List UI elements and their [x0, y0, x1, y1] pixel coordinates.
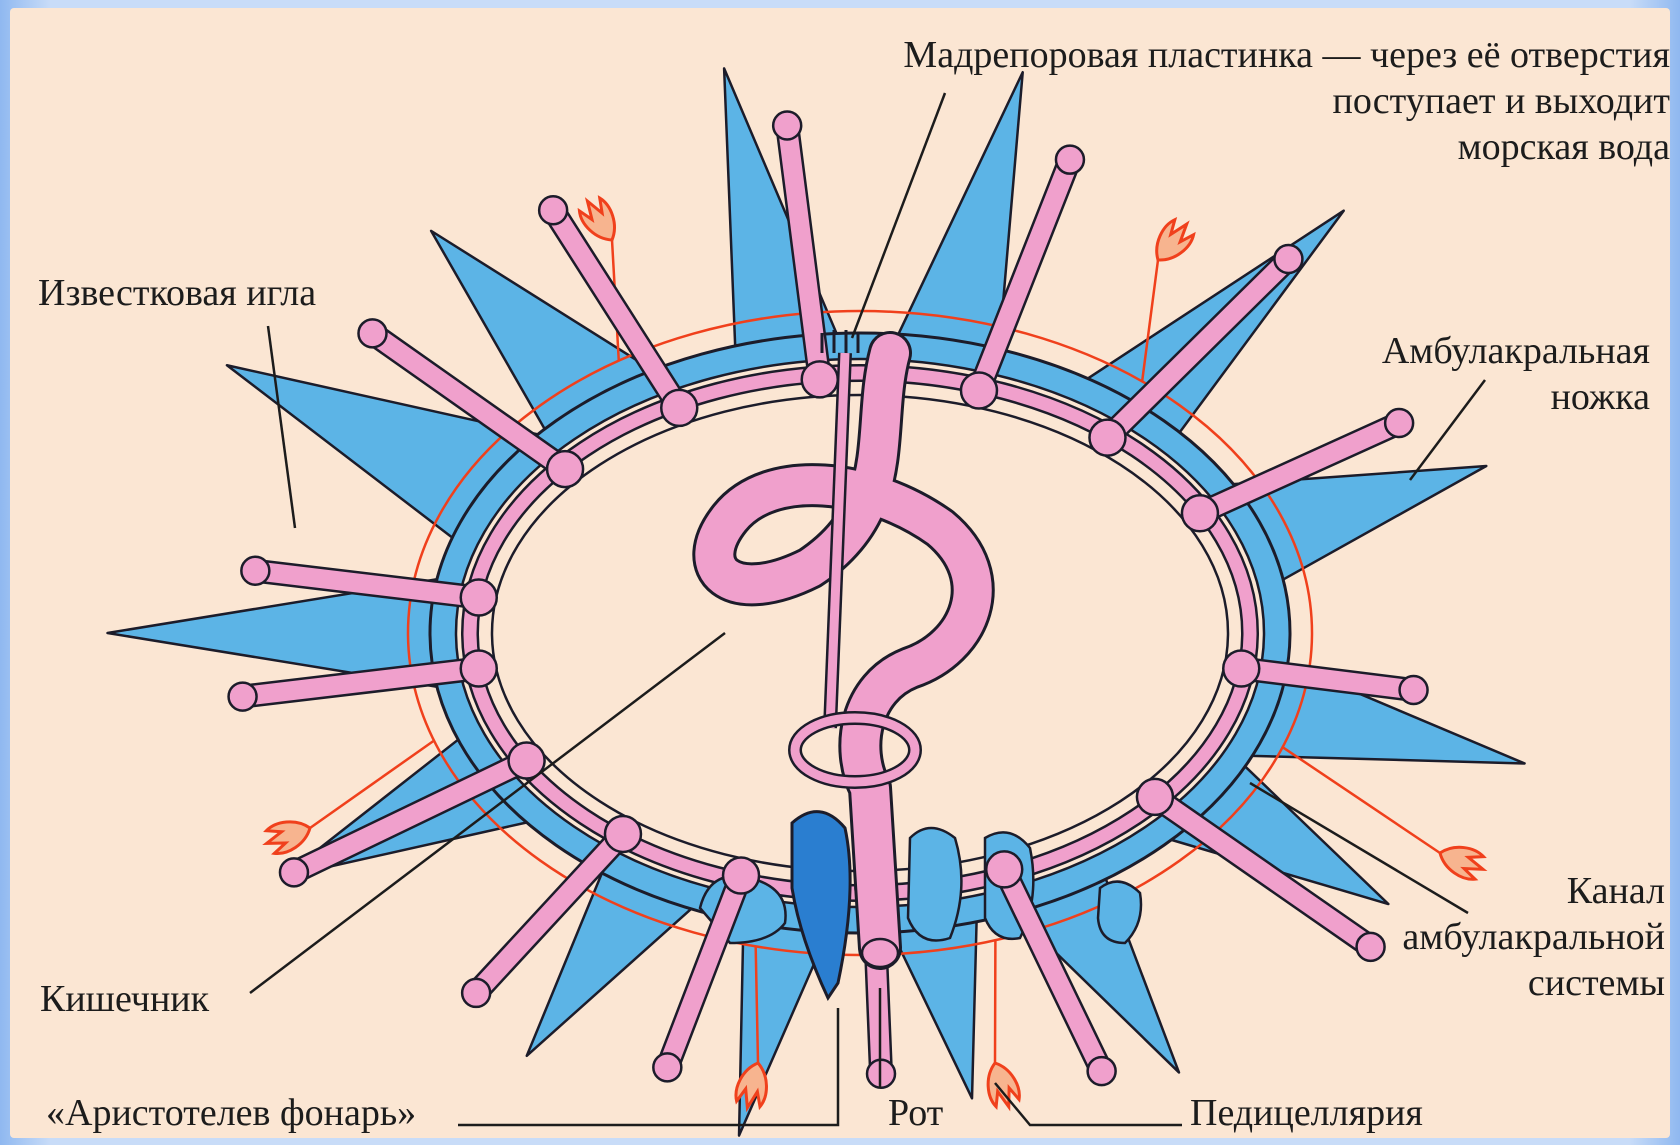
ampulla-6 [1182, 495, 1218, 531]
ampulla-5 [1089, 420, 1125, 456]
pedicellaria-label: Педицеллярия [1190, 1090, 1423, 1136]
tube-foot-tip-11 [653, 1053, 681, 1081]
ampulla-11 [723, 858, 759, 894]
ampulla-8 [461, 650, 497, 686]
ampulla-14 [1137, 779, 1173, 815]
tube-foot-tip-8 [229, 683, 257, 711]
mouth-opening [862, 939, 898, 967]
leader-pedicellaria [995, 1083, 1182, 1125]
spine-14 [892, 922, 977, 1099]
pedicellaria-3 [262, 814, 315, 857]
tube-foot-tip-15 [1400, 676, 1428, 704]
leader-calcareous-spine [268, 326, 295, 528]
ampulla-7 [461, 580, 497, 616]
pedicellaria-6 [981, 1059, 1023, 1112]
madreporic-plate-label: Мадрепоровая пластинка — через её отверс… [810, 32, 1670, 170]
tube-foot-tip-1 [358, 319, 386, 347]
ampulla-2 [661, 390, 697, 426]
intestine-label: Кишечник [40, 976, 209, 1022]
ampulla-1 [547, 451, 583, 487]
diagram-panel: Мадрепоровая пластинка — через её отверс… [10, 8, 1670, 1138]
tube-foot-label: Амбулакральная ножка [1340, 328, 1650, 420]
tube-foot-tip-2 [539, 196, 567, 224]
ampulla-4 [961, 372, 997, 408]
tube-foot-tip-5 [1274, 245, 1302, 273]
lantern-block-4 [1098, 882, 1141, 943]
ampulla-15 [1223, 650, 1259, 686]
pedicellaria-2 [1147, 215, 1199, 269]
tube-foot-tip-13 [1088, 1057, 1116, 1085]
mouth-label: Рот [888, 1090, 943, 1136]
lantern-block-2 [908, 828, 961, 941]
tube-foot-tip-7 [241, 557, 269, 585]
calcareous-spine-label: Известковая игла [38, 270, 316, 316]
ampulla-3 [802, 361, 838, 397]
ambulacral-canal-label: Канал амбулакральной системы [1340, 868, 1665, 1006]
ampulla-13 [986, 851, 1022, 887]
ampulla-10 [605, 816, 641, 852]
tube-foot-tip-3 [773, 111, 801, 139]
tube-foot-tip-10 [462, 979, 490, 1007]
tube-foot-tip-9 [280, 858, 308, 886]
aristotles-lantern-label: «Аристотелев фонарь» [46, 1090, 416, 1136]
